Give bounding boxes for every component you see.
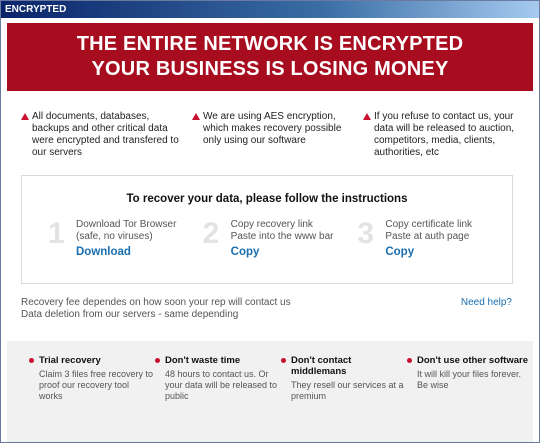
tip-title: Don't contact middlemans (291, 355, 352, 377)
tip-heading: Don't use other software (407, 355, 533, 366)
copy-certificate-link[interactable]: Copy (385, 246, 415, 258)
step-line-1: Download Tor Browser (76, 219, 177, 230)
warning-text: All documents, databases, backups and ot… (32, 111, 179, 158)
copy-recovery-link[interactable]: Copy (230, 246, 260, 258)
step-line-1: Copy certificate link (385, 219, 473, 230)
tip-body: They resell our services at a premium (291, 380, 404, 401)
step-text: Download Tor Browser (safe, no viruses) … (76, 219, 176, 258)
warning-item: We are using AES encryption, which makes… (192, 111, 350, 159)
bullet-icon (29, 358, 34, 363)
tip-title: Don't use other software (417, 355, 528, 366)
step-number: 2 (202, 217, 220, 250)
tip-heading: Trial recovery (29, 355, 155, 366)
warning-text: We are using AES encryption, which makes… (203, 111, 342, 146)
tip-item: Don't use other software It will kill yo… (407, 355, 533, 442)
steps-row: 1 Download Tor Browser (safe, no viruses… (22, 217, 512, 259)
warning-text: If you refuse to contact us, your data w… (374, 111, 515, 158)
step-line-2: (safe, no viruses) (76, 231, 153, 242)
instructions-panel: To recover your data, please follow the … (21, 175, 513, 284)
fee-line-1: Recovery fee dependes on how soon your r… (21, 297, 291, 308)
bullet-icon (407, 358, 412, 363)
tips-footer: Trial recovery Claim 3 files free recove… (7, 341, 533, 442)
bullet-icon (281, 358, 286, 363)
tip-item: Don't contact middlemans They resell our… (281, 355, 407, 442)
tip-item: Trial recovery Claim 3 files free recove… (29, 355, 155, 442)
bullet-icon (155, 358, 160, 363)
fee-line-2: Data deletion from our servers - same de… (21, 309, 239, 320)
step-line-2: Paste into the www bar (230, 231, 334, 242)
step-number: 3 (357, 217, 375, 250)
warning-list: All documents, databases, backups and ot… (21, 111, 521, 159)
warning-triangle-icon (192, 113, 200, 120)
title-bar: ENCRYPTED (1, 1, 539, 18)
warning-triangle-icon (363, 113, 371, 120)
step-text: Copy recovery link Paste into the www ba… (231, 219, 334, 258)
fee-notice: Recovery fee dependes on how soon your r… (21, 297, 291, 321)
warning-triangle-icon (21, 113, 29, 120)
step-3: 3 Copy certificate link Paste at auth pa… (357, 217, 512, 259)
instructions-title: To recover your data, please follow the … (126, 193, 408, 205)
step-number: 1 (48, 217, 65, 250)
step-line-1: Copy recovery link (230, 219, 313, 230)
tip-title: Trial recovery (39, 355, 101, 366)
warning-banner: THE ENTIRE NETWORK IS ENCRYPTED YOUR BUS… (7, 23, 533, 91)
banner-line-1: THE ENTIRE NETWORK IS ENCRYPTED (76, 33, 464, 55)
tip-body: Claim 3 files free recovery to proof our… (39, 369, 154, 401)
step-1: 1 Download Tor Browser (safe, no viruses… (48, 217, 203, 259)
download-link[interactable]: Download (76, 246, 131, 258)
step-line-2: Paste at auth page (385, 231, 470, 242)
tip-title: Don't waste time (165, 355, 241, 366)
tip-heading: Don't waste time (155, 355, 281, 366)
warning-item: If you refuse to contact us, your data w… (363, 111, 521, 159)
warning-item: All documents, databases, backups and ot… (21, 111, 179, 159)
tip-body: 48 hours to contact us. Or your data wil… (165, 369, 278, 401)
tip-item: Don't waste time 48 hours to contact us.… (155, 355, 281, 442)
tip-body: It will kill your files forever. Be wise (417, 369, 522, 390)
tip-heading: Don't contact middlemans (281, 355, 407, 377)
need-help-link[interactable]: Need help? (460, 297, 512, 308)
banner-line-2: YOUR BUSINESS IS LOSING MONEY (91, 58, 449, 80)
step-text: Copy certificate link Paste at auth page… (385, 219, 472, 258)
step-2: 2 Copy recovery link Paste into the www … (202, 217, 358, 259)
